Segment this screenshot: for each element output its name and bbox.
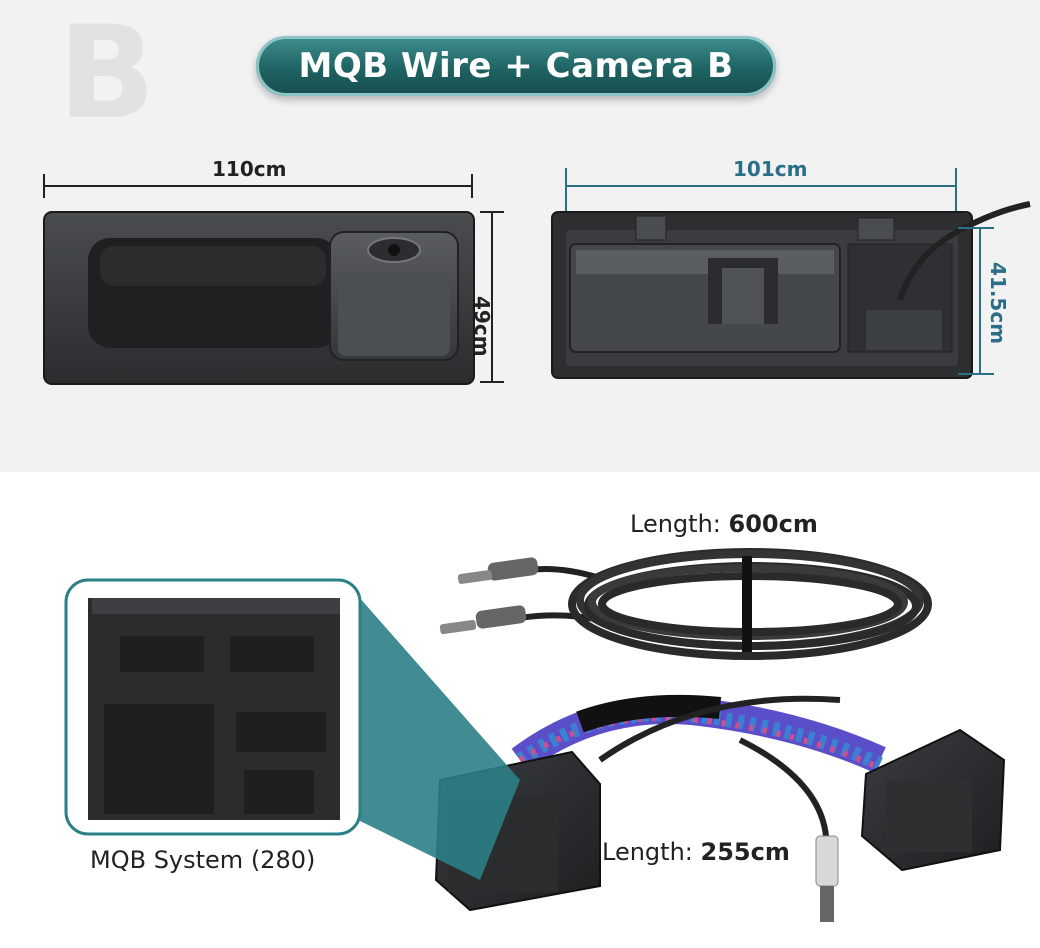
width-label-right: 101cm	[733, 157, 808, 181]
height-label-left: 49cm	[470, 296, 494, 357]
height-dimension-left	[480, 211, 504, 383]
extension-cable-coil	[439, 548, 932, 660]
short-cable-length: Length: 255cm	[602, 838, 790, 866]
variant-letter: B	[58, 0, 156, 148]
height-label-right: 41.5cm	[986, 262, 1010, 345]
width-dimension-left	[43, 174, 473, 198]
title-banner: MQB Wire + Camera B	[256, 36, 776, 96]
camera-handle-front-view	[43, 211, 475, 385]
connector-caption: MQB System (280)	[90, 846, 316, 874]
long-cable-length: Length: 600cm	[630, 510, 818, 538]
height-dimension-right	[958, 227, 994, 375]
connector-zoom-callout	[64, 578, 520, 880]
long-cable-length-label: Length:	[630, 510, 721, 538]
short-cable-length-label: Length:	[602, 838, 693, 866]
width-label-left: 110cm	[212, 157, 287, 181]
mqb-wiring-harness	[434, 694, 1006, 922]
long-cable-length-value: 600cm	[728, 510, 818, 538]
camera-handle-rear-view	[551, 201, 1031, 379]
title-text: MQB Wire + Camera B	[298, 46, 734, 86]
short-cable-length-value: 255cm	[700, 838, 790, 866]
